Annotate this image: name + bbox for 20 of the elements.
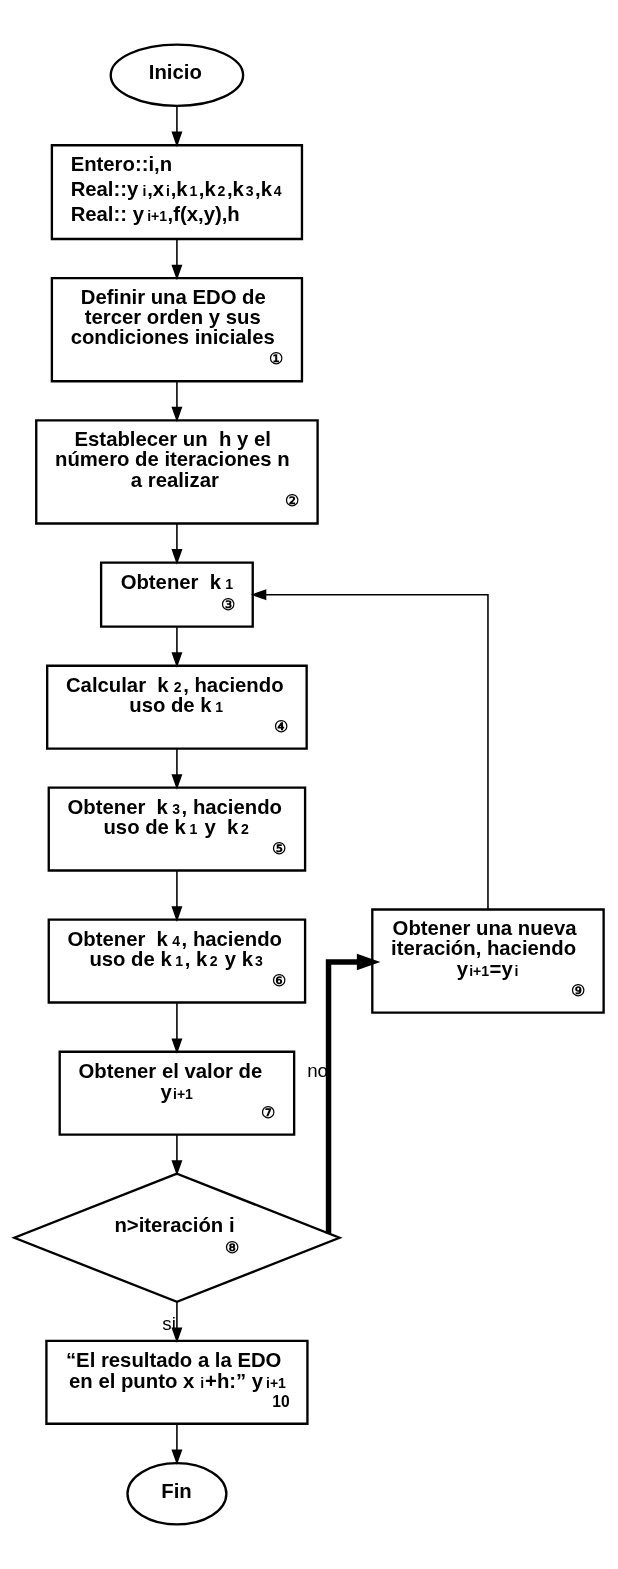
arrow	[171, 1134, 183, 1176]
arrow	[171, 1301, 183, 1344]
node-box: Establecer un h y el número de iteraciones n a realizar ②	[35, 419, 319, 525]
node-box: Obtener el valor de yi+1 ⑦	[58, 1050, 296, 1136]
arrow	[171, 748, 183, 790]
arrow	[171, 380, 183, 423]
node-diamond: n>iteración i ⑧	[11, 1172, 343, 1304]
node-ellipse: Inicio	[109, 43, 245, 107]
arrow	[171, 523, 183, 565]
arrow	[171, 238, 183, 281]
arrow	[171, 105, 183, 148]
arrow	[171, 626, 183, 668]
arrow	[325, 953, 381, 1234]
arrow	[171, 1002, 183, 1055]
arrow	[171, 870, 183, 922]
arrow	[171, 1423, 183, 1466]
node-ellipse: Fin	[126, 1462, 228, 1526]
node-box: Obtener una nueva iteración, haciendo yi+1=yi ⑨	[371, 908, 605, 1014]
arrow	[250, 589, 489, 911]
node-box: Definir una EDO de tercer orden y sus condiciones iniciales ①	[50, 276, 304, 383]
